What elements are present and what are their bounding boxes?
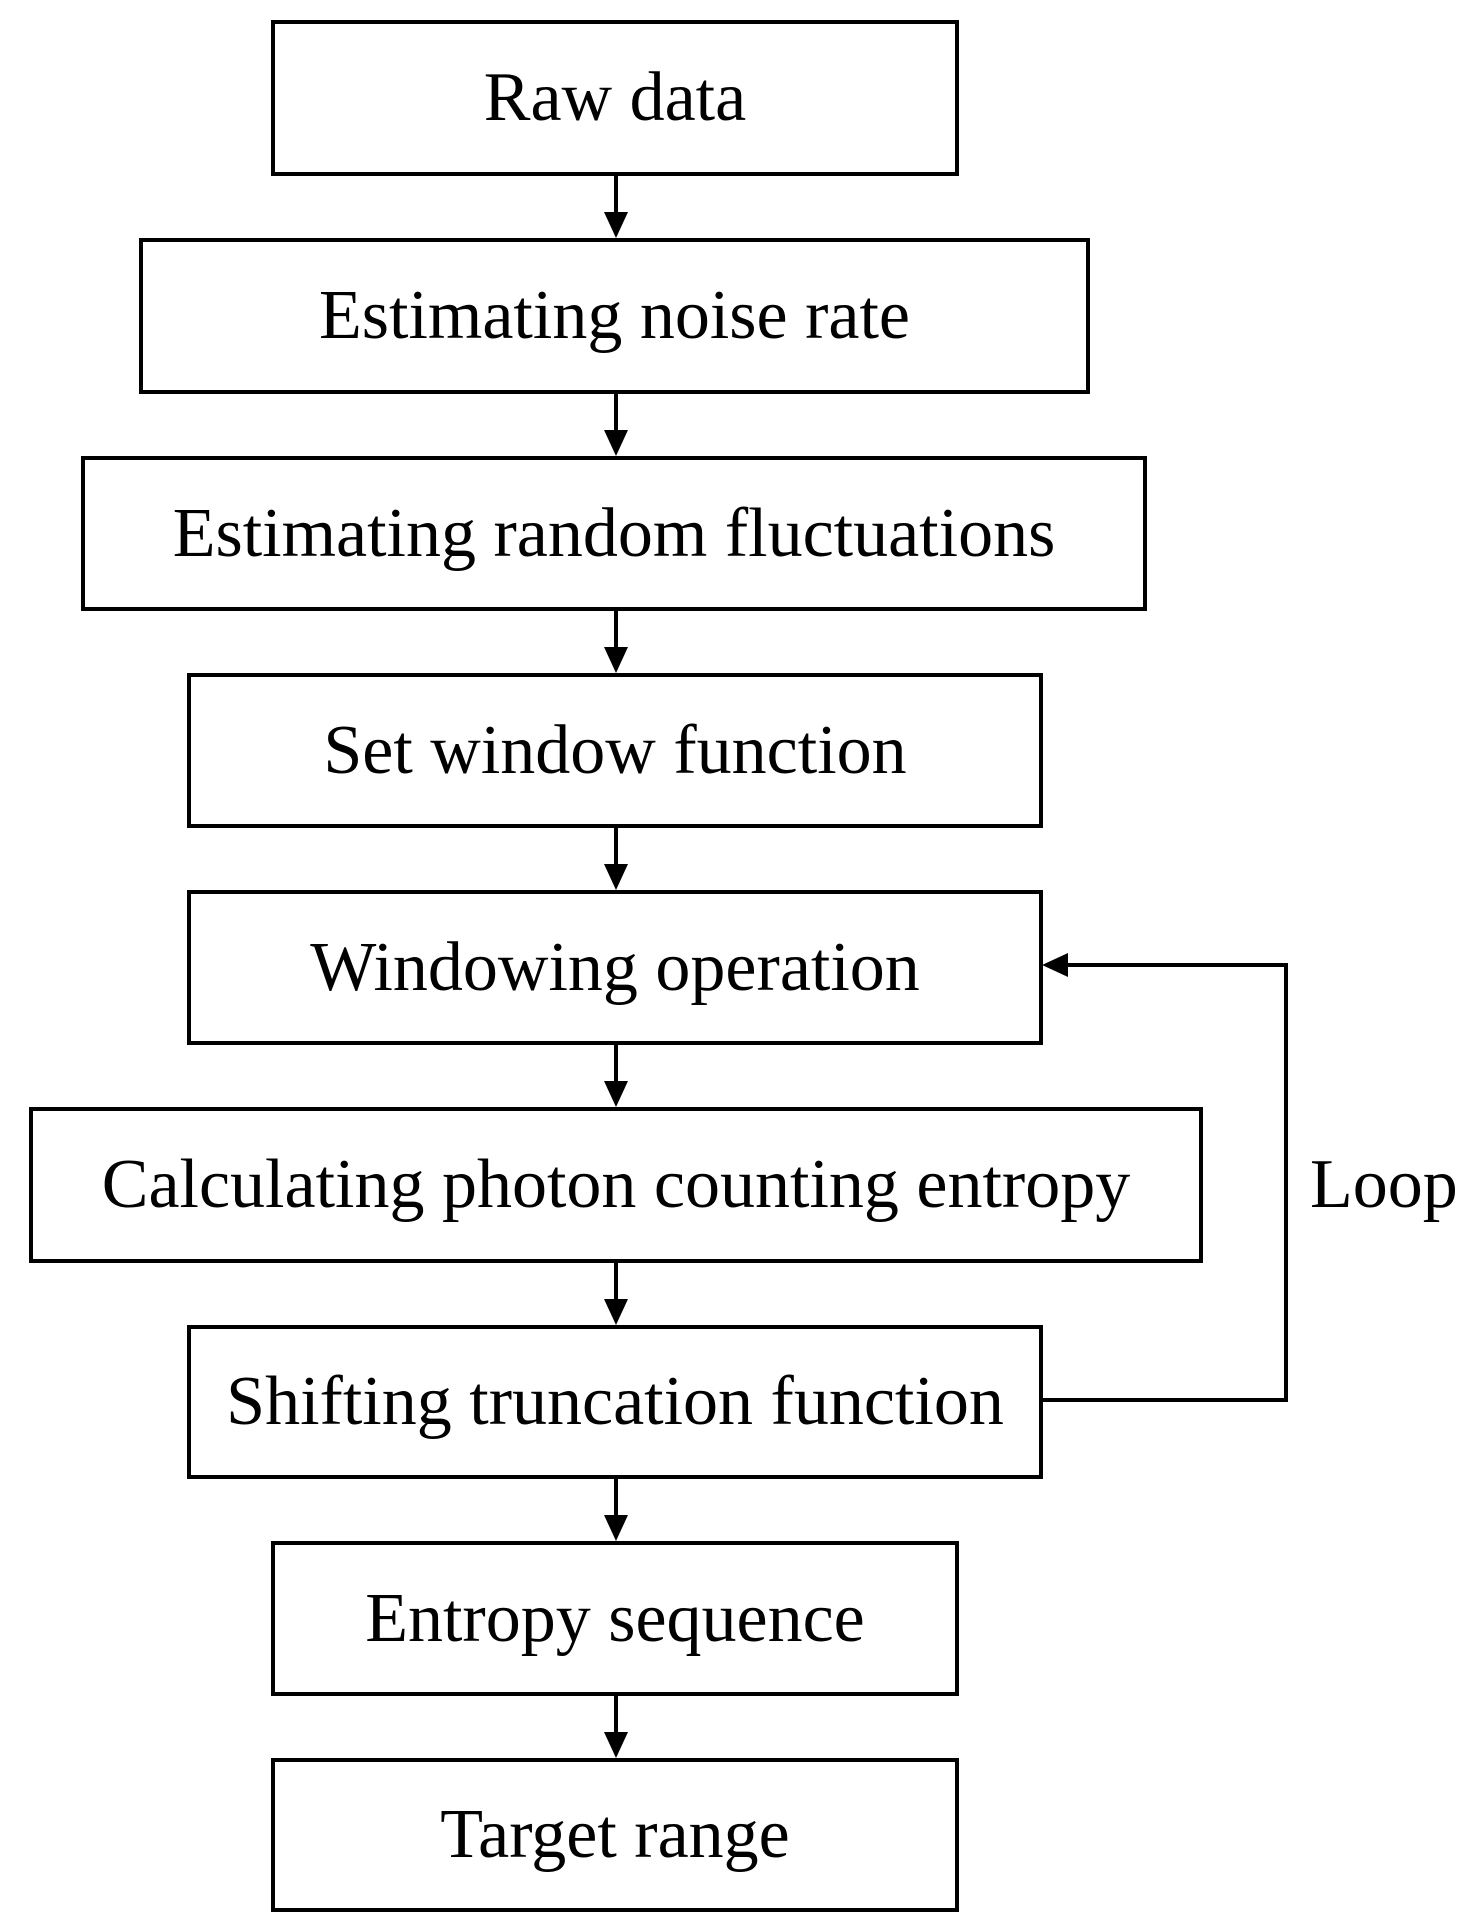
arrowhead-raw-to-noise xyxy=(604,212,628,238)
step-calculating-photon-counting-entropy: Calculating photon counting entropy xyxy=(29,1107,1203,1263)
step-label: Target range xyxy=(440,1796,790,1873)
arrowhead-window-function-to-windowing xyxy=(604,864,628,890)
arrowhead-entropy-calc-to-shifting xyxy=(604,1299,628,1325)
step-entropy-sequence: Entropy sequence xyxy=(271,1541,959,1696)
step-label: Set window function xyxy=(323,711,907,789)
arrowhead-shifting-to-entropy-sequence xyxy=(604,1515,628,1541)
step-label: Calculating photon counting entropy xyxy=(101,1146,1131,1223)
step-set-window-function: Set window function xyxy=(187,673,1043,828)
step-label: Shifting truncation function xyxy=(226,1363,1004,1440)
loop-connector xyxy=(1040,963,1288,1402)
step-estimating-random-fluctuations: Estimating random fluctuations xyxy=(81,456,1147,611)
step-shifting-truncation-function: Shifting truncation function xyxy=(187,1325,1043,1479)
step-windowing-operation: Windowing operation xyxy=(187,890,1043,1045)
arrowhead-windowing-to-entropy-calc xyxy=(604,1081,628,1107)
step-label: Raw data xyxy=(483,59,747,136)
arrowhead-loop xyxy=(1042,953,1068,977)
step-label: Windowing operation xyxy=(310,928,920,1006)
step-raw-data: Raw data xyxy=(271,20,959,176)
step-target-range: Target range xyxy=(271,1758,959,1912)
step-label: Entropy sequence xyxy=(365,1579,865,1657)
step-label: Estimating random fluctuations xyxy=(172,494,1056,572)
arrowhead-fluctuations-to-window-function xyxy=(604,647,628,673)
arrowhead-entropy-sequence-to-target xyxy=(604,1732,628,1758)
arrowhead-noise-to-fluctuations xyxy=(604,430,628,456)
loop-label: Loop xyxy=(1310,1146,1458,1223)
step-label: Estimating noise rate xyxy=(319,277,910,354)
step-estimating-noise-rate: Estimating noise rate xyxy=(139,238,1090,394)
